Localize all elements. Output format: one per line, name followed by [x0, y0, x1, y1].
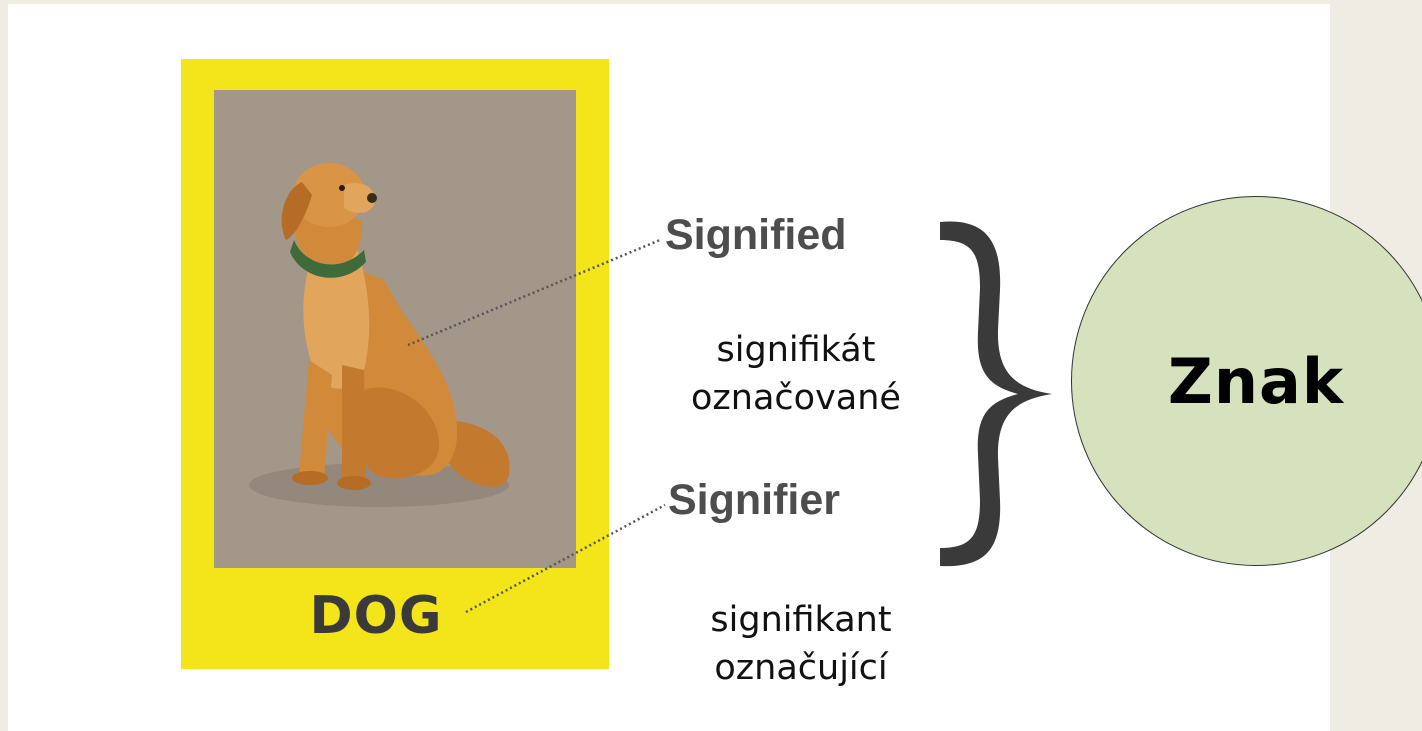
signifier-label: Signifier: [668, 476, 841, 524]
sign-circle: [1071, 196, 1422, 566]
card-word-dog: DOG: [309, 586, 443, 646]
sitting-dog-icon: [249, 163, 510, 507]
dog-picture-frame: [214, 90, 576, 568]
signifier-czech-line1: signifikant: [710, 600, 892, 640]
signified-label: Signified: [665, 211, 847, 259]
signified-czech-line1: signifikát: [716, 330, 876, 370]
sign-label: Znak: [1167, 345, 1345, 418]
signified-czech-line2: označované: [691, 378, 901, 418]
signifier-czech-line2: označující: [714, 648, 888, 688]
signified-connector: [407, 238, 661, 347]
